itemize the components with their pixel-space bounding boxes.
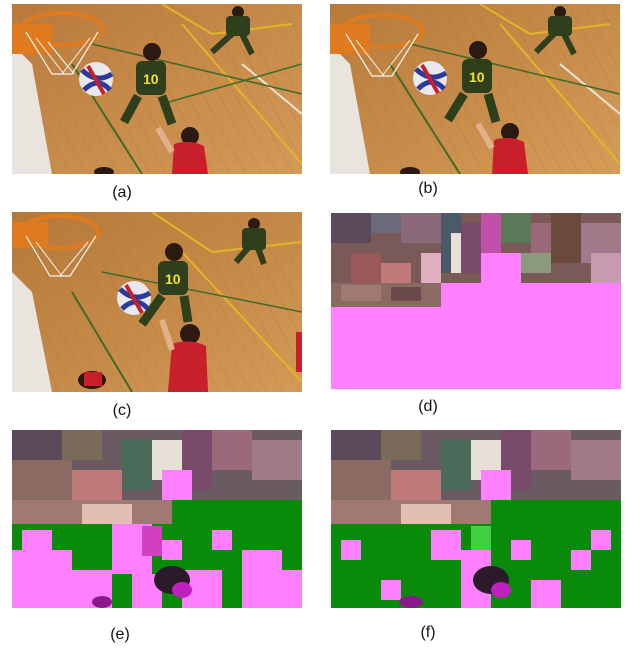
caption-d: (d) [418,398,438,415]
frame-c: 10 [12,212,302,392]
caption-c: (c) [112,402,132,419]
frame-e [12,430,302,608]
caption-e: (e) [110,626,130,643]
jersey-number: 10 [143,71,159,87]
jersey-number: 10 [165,271,181,287]
frame-b: 10 [330,4,620,174]
caption-b: (b) [418,180,438,197]
frame-f [331,430,621,608]
jersey-number: 10 [469,69,485,85]
caption-a: (a) [112,184,132,201]
frame-d [331,213,621,389]
frame-a: 10 [12,4,302,174]
caption-f: (f) [420,624,436,641]
